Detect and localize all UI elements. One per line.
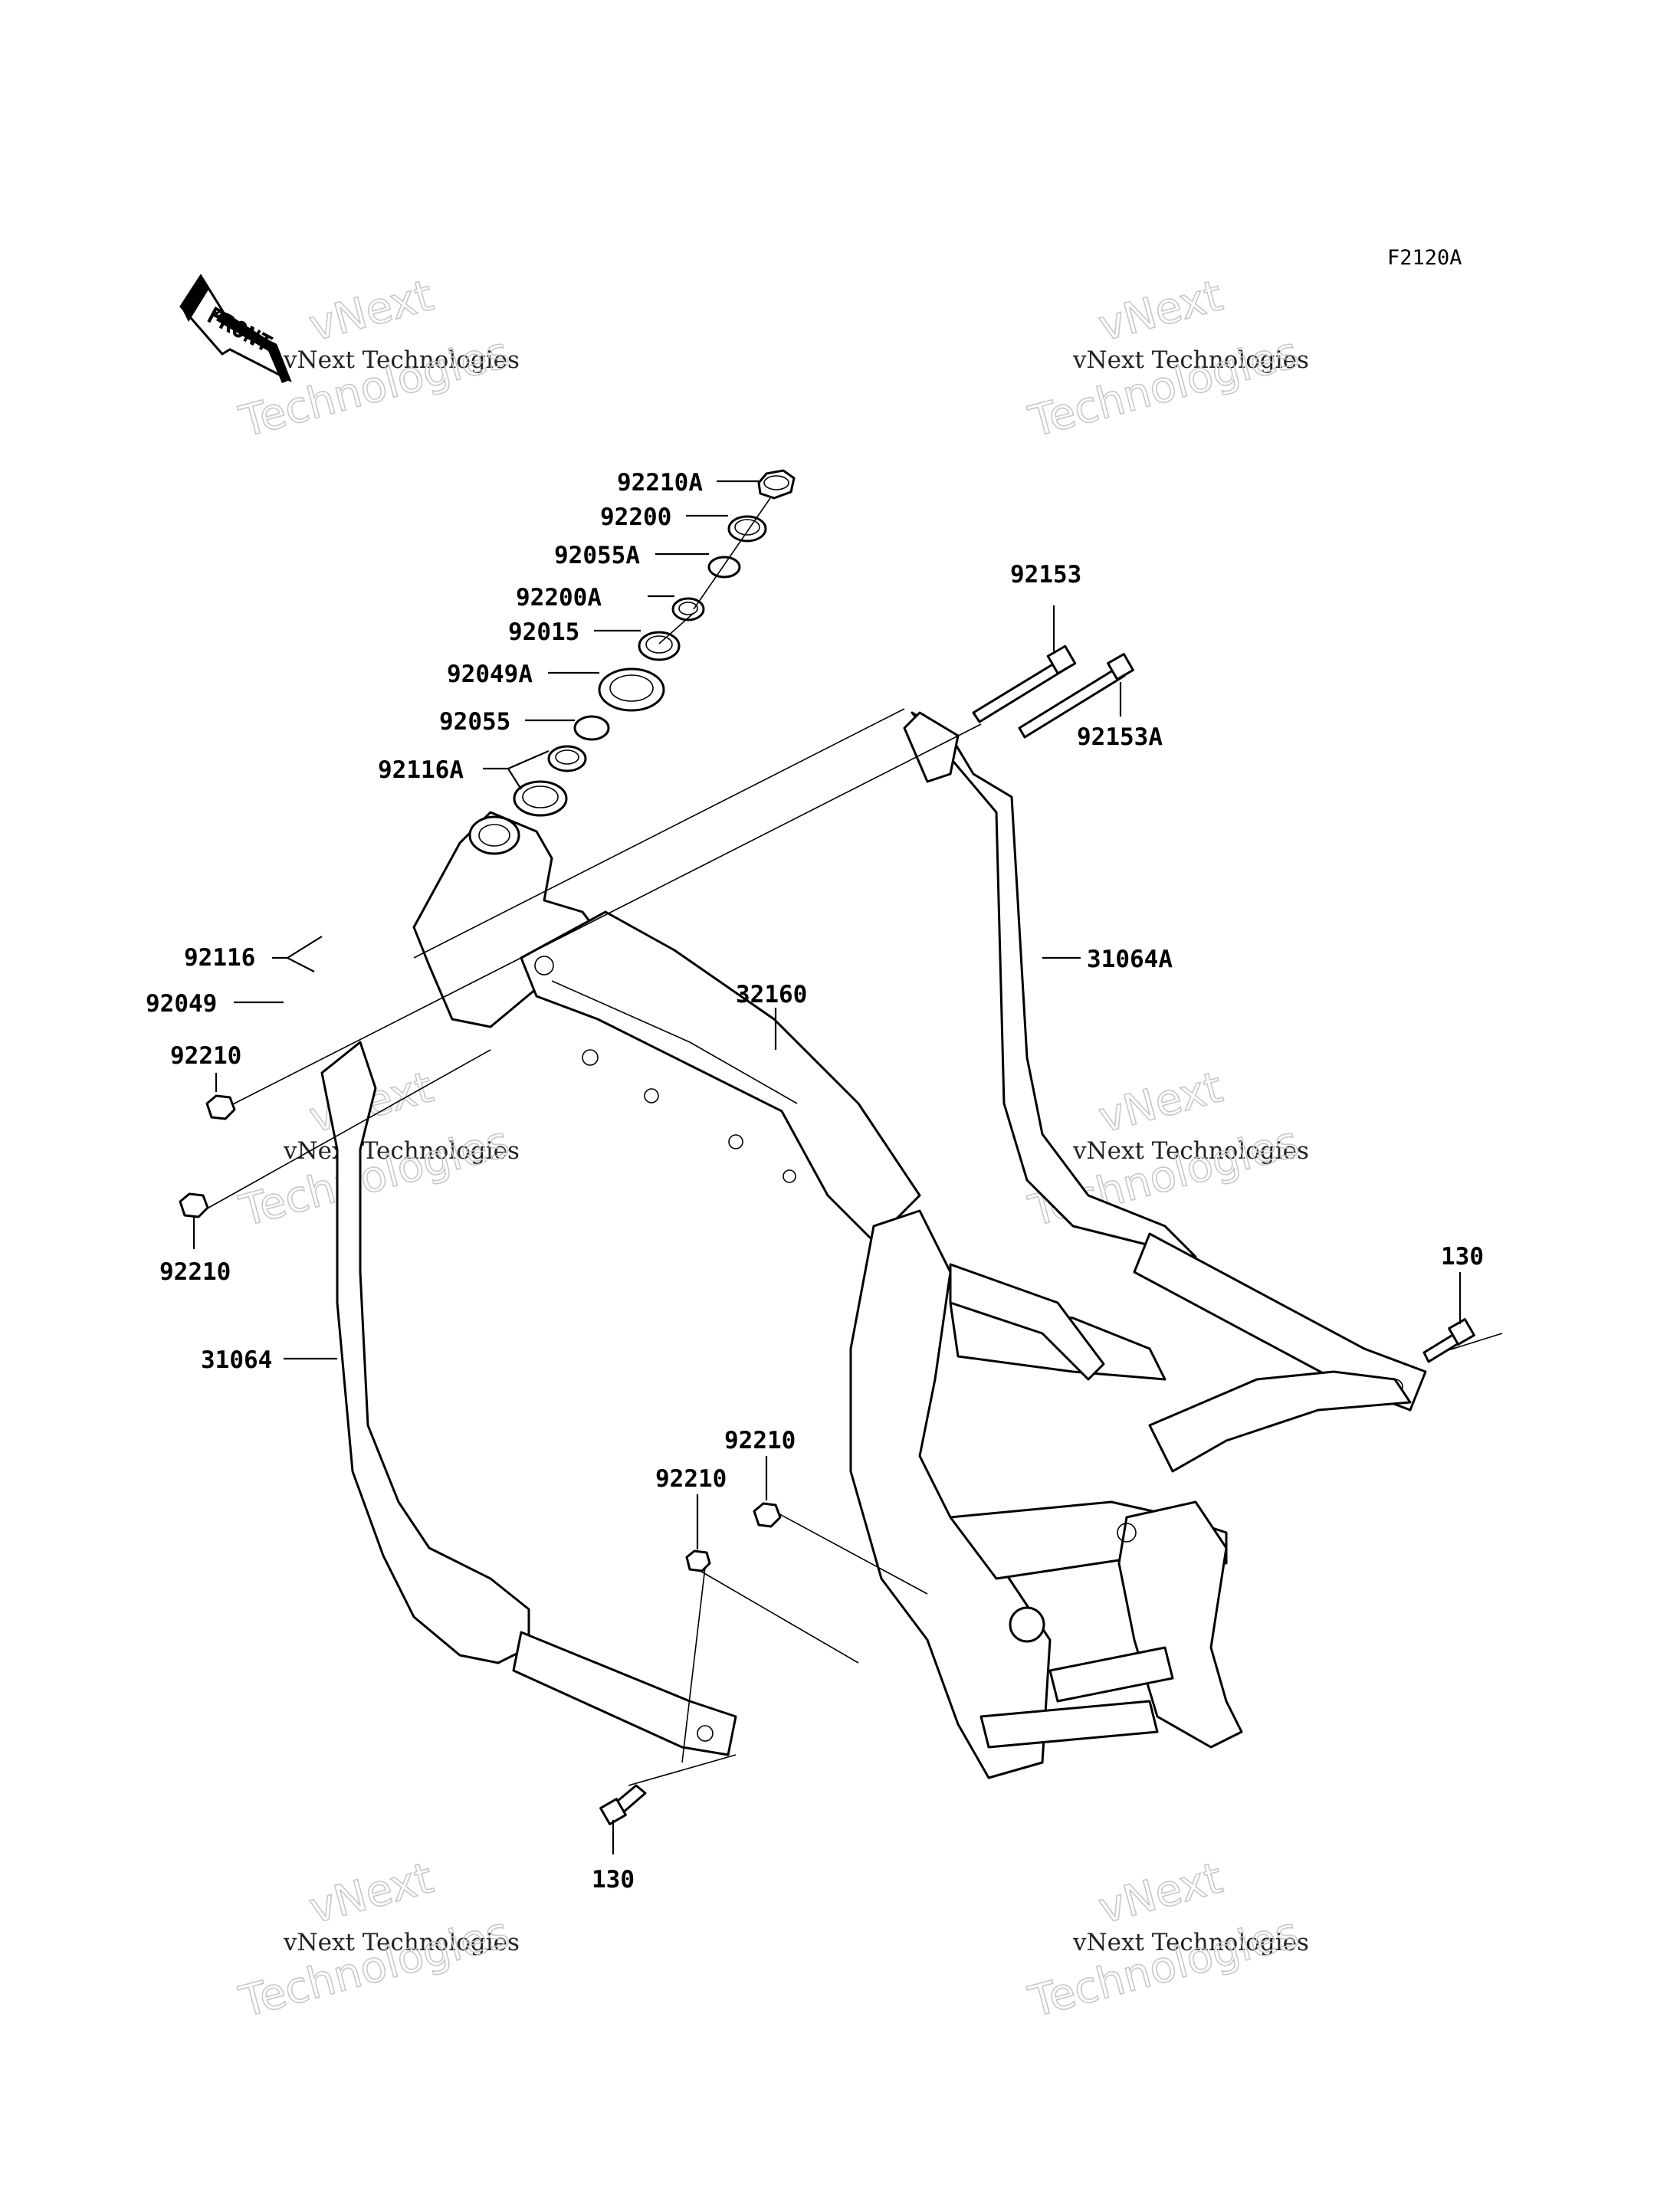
svg-text:Technologies: Technologies	[1024, 1908, 1304, 2028]
part-92210-center-right: 92210	[724, 1427, 796, 1454]
bolt-92153A-icon	[1018, 653, 1134, 739]
washer-icon	[727, 515, 767, 543]
part-32160: 32160	[736, 981, 807, 1008]
svg-text:vNext: vNext	[1094, 1062, 1228, 1143]
bolt-130-left-icon	[599, 1784, 647, 1825]
diagram-code: F2120A	[1387, 246, 1462, 270]
stem-nut-icon	[757, 469, 796, 500]
watermark-mid-left: vNext vNext Technologies Technologies	[234, 1062, 520, 1238]
o-ring-small-icon	[573, 715, 610, 741]
part-92153A: 92153A	[1077, 723, 1163, 751]
lock-washer-icon	[671, 597, 705, 621]
main-frame	[320, 711, 1427, 1779]
explode-lines	[202, 497, 1503, 1786]
dust-seal-icon	[598, 667, 665, 712]
svg-text:vNext: vNext	[1094, 1853, 1228, 1933]
watermark-bottom-left: vNext vNext Technologies Technologies	[234, 1853, 520, 2028]
part-92153: 92153	[1010, 561, 1081, 589]
part-92210A: 92210A	[617, 469, 703, 497]
o-ring-icon	[707, 556, 741, 579]
leader-lines	[192, 480, 1462, 1854]
part-92200: 92200	[600, 503, 671, 531]
part-labels: 92210A 92200 92055A 92200A 92015 92049A …	[146, 469, 1484, 1894]
part-92116A: 92116A	[378, 756, 464, 784]
part-31064: 31064	[201, 1346, 272, 1374]
nut-center-left-icon	[685, 1549, 711, 1572]
part-92210-upper: 92210	[170, 1042, 241, 1070]
part-130-left: 130	[592, 1866, 635, 1894]
svg-text:vNext Technologies: vNext Technologies	[1072, 1137, 1309, 1165]
part-92210-lower: 92210	[159, 1258, 231, 1286]
nut-upper-left-icon	[205, 1094, 236, 1120]
bearing-race-upper-icon	[547, 745, 587, 772]
part-92055: 92055	[439, 708, 510, 736]
svg-text:vNext: vNext	[1094, 271, 1228, 351]
part-92049: 92049	[146, 990, 217, 1018]
svg-text:vNext Technologies: vNext Technologies	[283, 1137, 520, 1165]
watermark-top-right: vNext vNext Technologies Technologies	[1023, 271, 1309, 448]
part-130-right: 130	[1441, 1243, 1484, 1271]
svg-text:vNext Technologies: vNext Technologies	[1072, 1929, 1309, 1956]
svg-text:vNext Technologies: vNext Technologies	[1072, 346, 1309, 374]
part-31064A: 31064A	[1087, 946, 1173, 973]
svg-text:vNext Technologies: vNext Technologies	[283, 1929, 520, 1956]
bolt-130-right-icon	[1422, 1318, 1475, 1363]
part-92210-center-left: 92210	[655, 1465, 727, 1493]
part-92049A: 92049A	[447, 661, 533, 688]
watermark-bottom-right: vNext vNext Technologies Technologies	[1023, 1853, 1309, 2028]
part-92015: 92015	[508, 618, 579, 646]
bearing-race-lower-icon	[513, 780, 568, 817]
svg-text:vNext Technologies: vNext Technologies	[283, 346, 520, 374]
stem-locknut-icon	[638, 631, 681, 661]
part-92055A: 92055A	[554, 542, 640, 569]
steering-parts-stack	[513, 469, 796, 817]
svg-text:vNext: vNext	[304, 1853, 438, 1933]
part-92200A: 92200A	[516, 584, 602, 612]
svg-text:Technologies: Technologies	[235, 1117, 514, 1237]
bolt-92153-icon	[972, 644, 1077, 723]
nut-lower-left-icon	[179, 1192, 209, 1218]
part-92116: 92116	[184, 944, 255, 972]
nut-center-right-icon	[753, 1502, 782, 1528]
svg-text:Technologies: Technologies	[235, 1908, 514, 2028]
front-arrow-icon: FRONT	[179, 274, 292, 383]
svg-text:vNext: vNext	[304, 271, 438, 351]
